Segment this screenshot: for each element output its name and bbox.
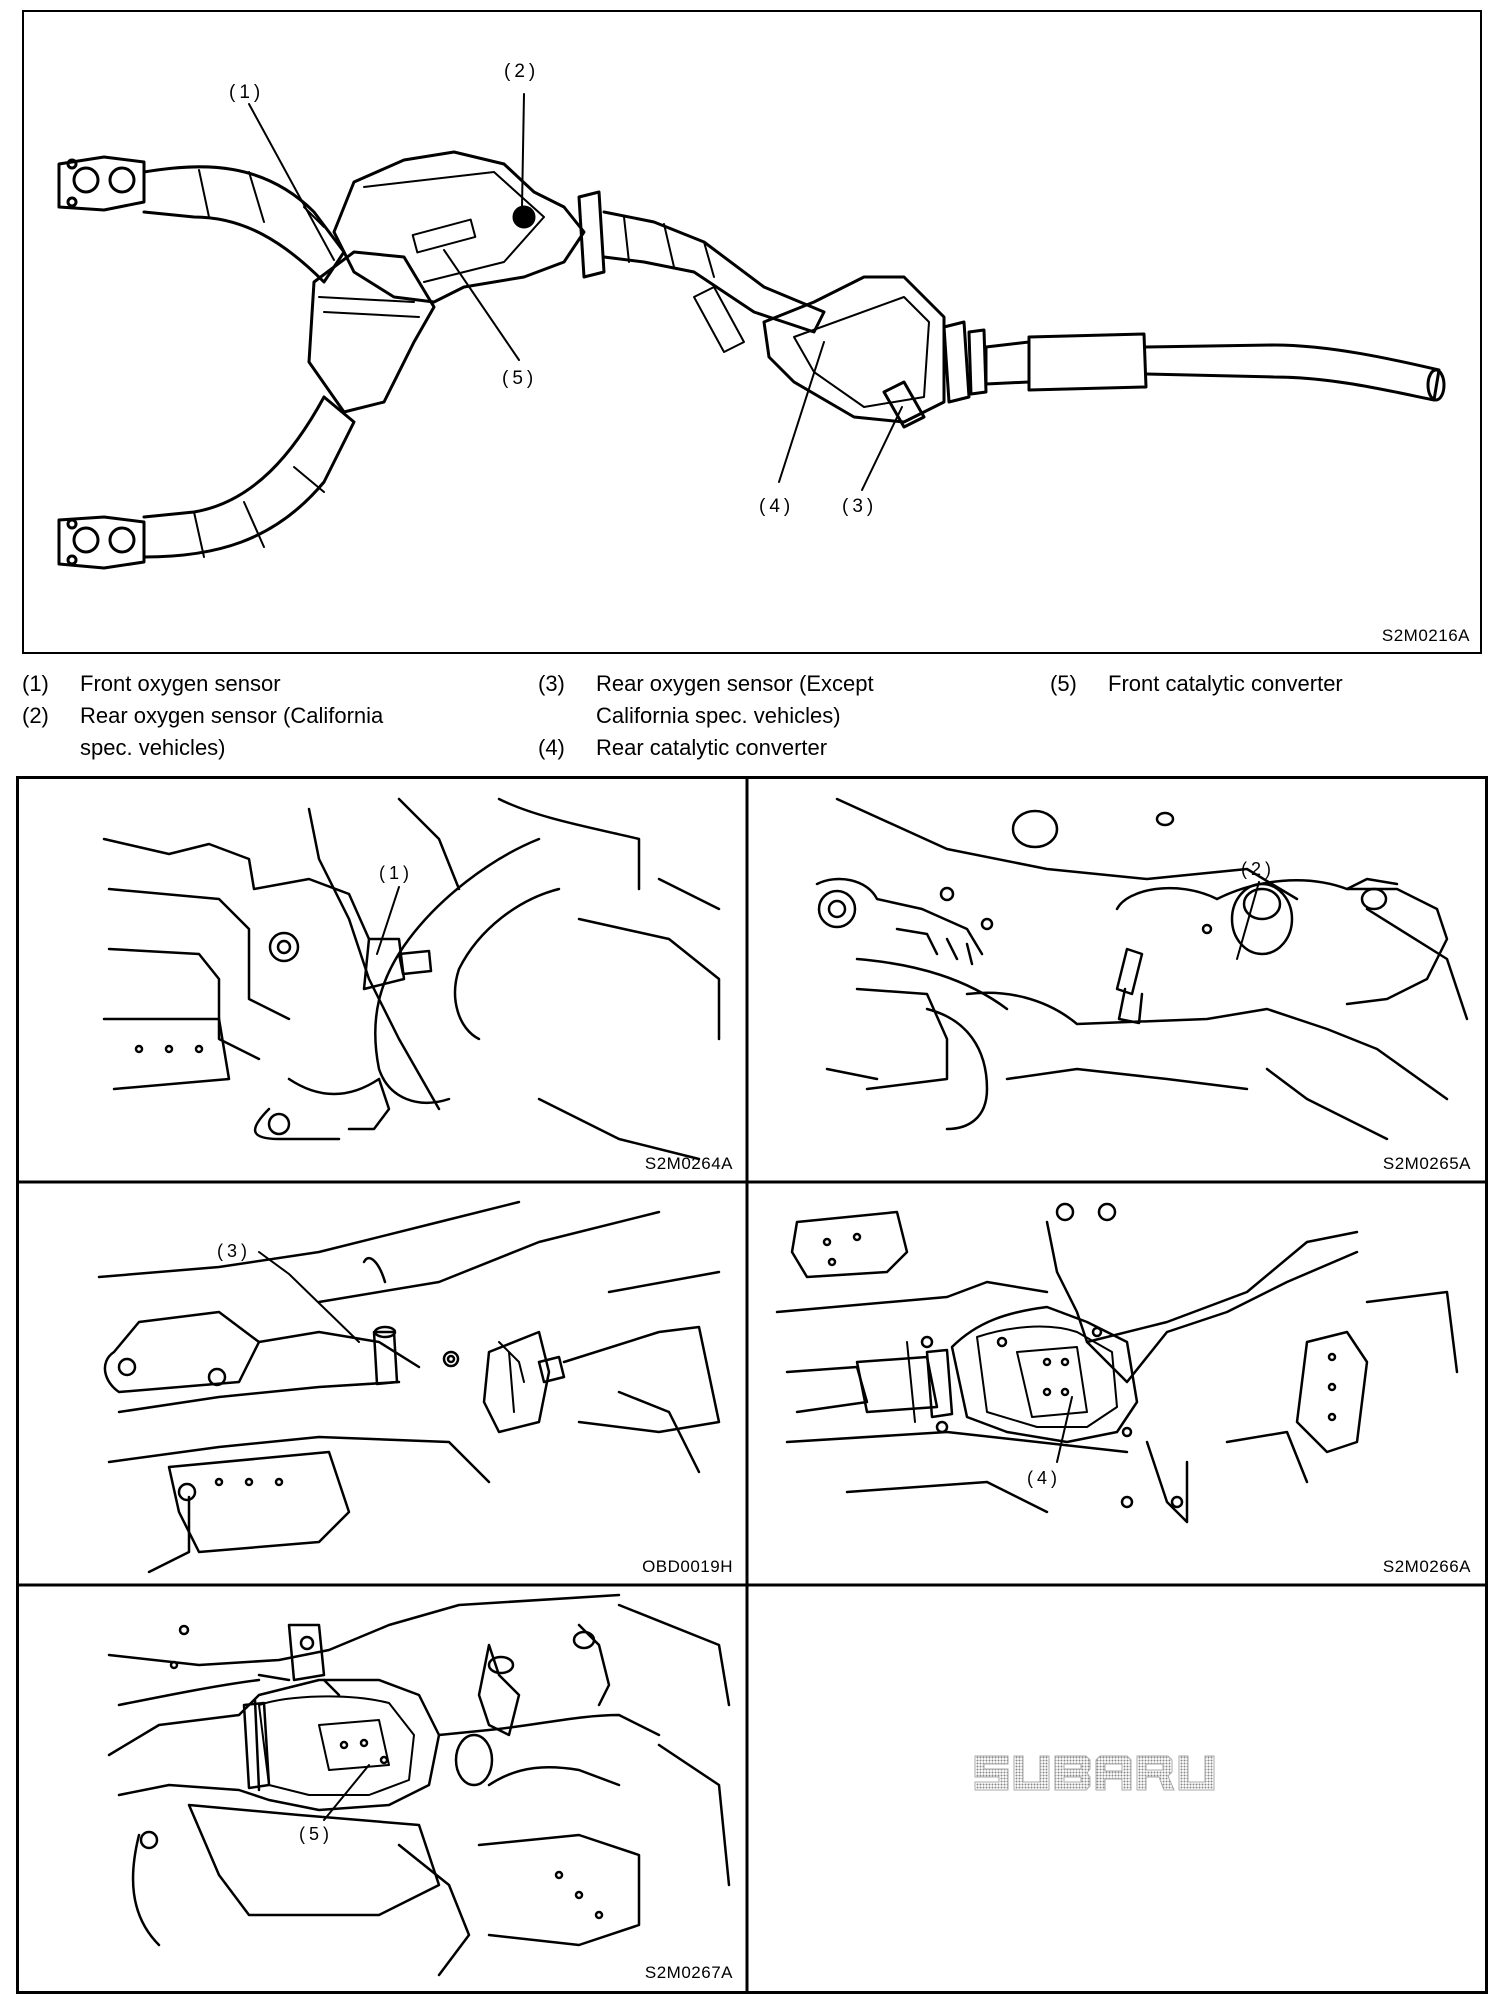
front-catalytic-converter-shape — [332, 150, 586, 304]
legend-num: (4) — [538, 735, 565, 760]
panel-code: S2M0266A — [1382, 1557, 1471, 1576]
legend-text: Rear oxygen sensor (Except — [596, 671, 874, 696]
legend-text: California spec. vehicles) — [596, 703, 841, 728]
callout-1: (1) — [229, 82, 264, 103]
callout-2: (2) — [504, 61, 539, 82]
legend-num: (5) — [1050, 671, 1077, 696]
legend-num: (1) — [22, 671, 49, 696]
subaru-logo — [974, 1755, 1215, 1791]
exhaust-system-drawing: (1) (2) (3) (4) (5) — [57, 61, 1446, 570]
panel-drawing: (5) — [107, 1593, 731, 1977]
legend-num: (2) — [22, 703, 49, 728]
panel-drawing: (1) — [102, 797, 721, 1161]
panel-code: S2M0265A — [1382, 1154, 1471, 1173]
exhaust-system-figure: (1) (2) (3) (4) (5) S2M0216A — [22, 10, 1482, 654]
callout-3: (3) — [842, 496, 877, 517]
panel-drawing: (4) — [775, 1202, 1459, 1524]
callout-4: (4) — [759, 496, 794, 517]
lower-manifold-flange — [57, 515, 146, 570]
panel-rear-oxygen-sensor-non-ca: (3) OBD0019H — [19, 1182, 747, 1585]
legend-text: spec. vehicles) — [80, 735, 226, 760]
legend-text: Front catalytic converter — [1108, 671, 1343, 696]
panel-drawing: (3) — [97, 1200, 721, 1574]
detail-panel-grid: (1) S2M0264A — [16, 776, 1488, 1994]
panel-code: OBD0019H — [642, 1557, 733, 1576]
top-callouts: (1) (2) (3) (4) (5) — [229, 61, 877, 517]
panel-drawing: (2) — [815, 797, 1469, 1141]
panel-rear-oxygen-sensor-ca: (2) S2M0265A — [747, 779, 1485, 1182]
resonator — [984, 340, 1031, 386]
legend-text: Front oxygen sensor — [80, 671, 281, 696]
callout-1: (1) — [379, 863, 413, 883]
panel-code: S2M0267A — [644, 1963, 733, 1982]
callout-5: (5) — [502, 368, 537, 389]
upper-manifold-flange — [57, 155, 146, 212]
mid-pipe — [602, 210, 826, 334]
legend-text: Rear oxygen sensor (California — [80, 703, 384, 728]
callout-4: (4) — [1027, 1468, 1061, 1488]
callout-5: (5) — [299, 1824, 333, 1844]
callout-2: (2) — [1241, 859, 1275, 879]
figure-code: S2M0216A — [1381, 626, 1470, 645]
legend-text: Rear catalytic converter — [596, 735, 828, 760]
panel-rear-catalytic-converter: (4) S2M0266A — [747, 1182, 1485, 1585]
callout-3: (3) — [217, 1241, 251, 1261]
lower-header-pipe — [142, 395, 356, 559]
tail-pipe — [1144, 343, 1441, 402]
panel-code: S2M0264A — [644, 1154, 733, 1173]
panel-front-catalytic-converter: (5) S2M0267A — [19, 1585, 747, 1991]
grid-lines — [19, 779, 1485, 1991]
panel-front-oxygen-sensor: (1) S2M0264A — [19, 779, 747, 1182]
legend-num: (3) — [538, 671, 565, 696]
